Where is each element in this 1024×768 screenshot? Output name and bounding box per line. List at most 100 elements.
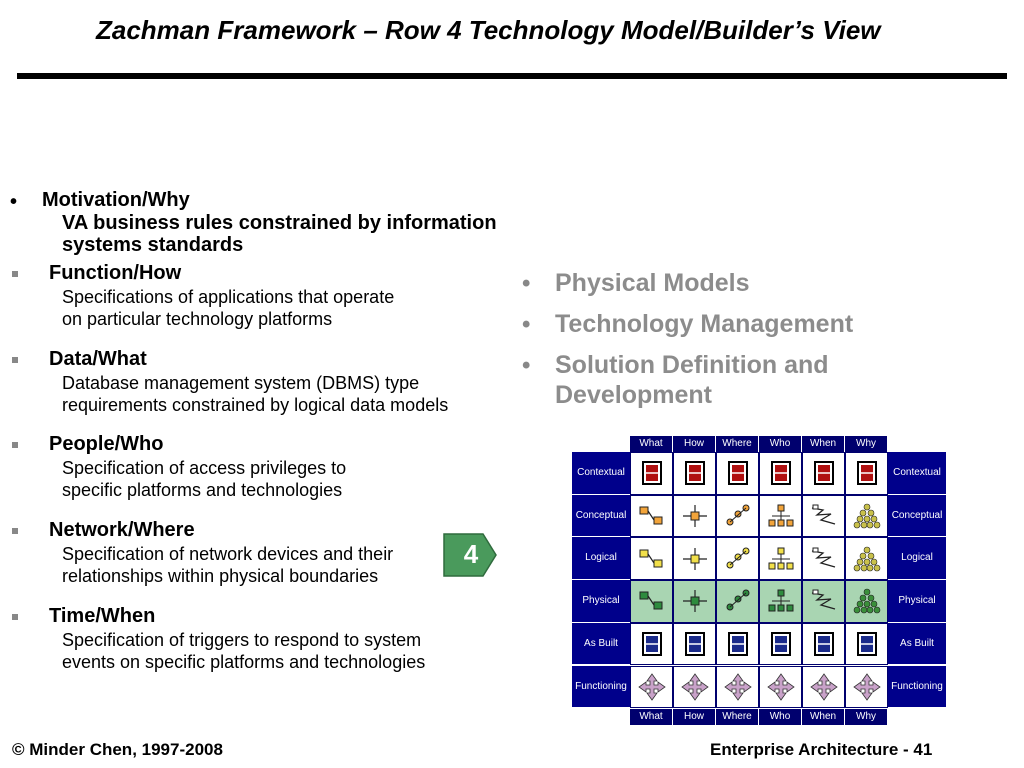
grid-cell-as-built-who <box>759 622 802 666</box>
grid-cell-physical-why <box>845 580 888 623</box>
grid-cell-as-built-what <box>630 622 673 666</box>
grid-cell-conceptual-why <box>845 494 888 538</box>
model-diagram-icon <box>768 547 793 570</box>
grid-cell-logical-when <box>802 537 845 581</box>
grid-column-header-where-top: Where <box>716 436 758 452</box>
right-bullet-dot: • <box>522 270 531 297</box>
grid-column-header-what-top: What <box>630 436 672 452</box>
network-where-heading: Network/Where <box>49 519 195 541</box>
model-diagram-icon <box>768 589 793 612</box>
grid-row-label-as-built-left: As Built <box>572 622 630 666</box>
model-diagram-icon <box>768 504 793 527</box>
time-when-line-1: Specification of triggers to respond to … <box>62 630 422 650</box>
grid-cell-conceptual-when <box>802 494 845 538</box>
grid-column-header-when-bottom: When <box>802 709 844 726</box>
framed-list-icon <box>813 461 834 486</box>
grid-cell-logical-how <box>673 537 716 581</box>
people-who-heading: People/Who <box>49 433 164 455</box>
model-diagram-icon <box>811 547 835 568</box>
model-diagram-icon <box>639 549 662 568</box>
motivation-heading: Motivation/Why <box>42 189 190 211</box>
time-when-line-2: events on specific platforms and technol… <box>62 652 426 672</box>
grid-cell-conceptual-where <box>716 494 759 538</box>
framed-list-icon <box>856 461 877 486</box>
grid-cell-contextual-why <box>845 452 888 495</box>
grid-cell-physical-where <box>716 580 759 623</box>
grid-cell-conceptual-who <box>759 494 802 538</box>
grid-cell-conceptual-what <box>630 494 673 538</box>
framed-list-icon <box>727 461 748 486</box>
grid-cell-logical-what <box>630 537 673 581</box>
model-diagram-icon <box>639 506 662 525</box>
footer-copyright: © Minder Chen, 1997-2008 <box>12 740 223 759</box>
four-arrow-icon <box>637 673 666 701</box>
model-diagram-icon <box>639 591 662 610</box>
grid-cell-logical-where <box>716 537 759 581</box>
framed-list-icon <box>770 461 791 486</box>
model-diagram-icon <box>682 505 707 528</box>
framed-list-icon <box>684 632 705 657</box>
framed-list-icon <box>813 632 834 657</box>
network-where-line-1: Specification of network devices and the… <box>62 544 394 564</box>
time-when-heading: Time/When <box>49 605 156 627</box>
row-marker-arrow: 4 <box>443 533 497 577</box>
framed-list-icon <box>856 632 877 657</box>
data-what-heading: Data/What <box>49 348 147 370</box>
grid-cell-functioning-how <box>673 665 716 709</box>
model-diagram-icon <box>726 504 749 526</box>
row-marker-label: 4 <box>463 539 479 569</box>
bullet-square <box>12 614 18 620</box>
data-what-line-2: requirements constrained by logical data… <box>62 395 449 415</box>
function-how-heading: Function/How <box>49 262 182 284</box>
model-diagram-icon <box>853 546 880 572</box>
grid-row-label-functioning-right: Functioning <box>888 665 946 709</box>
four-arrow-icon <box>809 673 838 701</box>
function-how-line-1: Specifications of applications that oper… <box>62 287 395 307</box>
motivation-body: VA business rules constrained by informa… <box>62 212 497 256</box>
grid-cell-functioning-when <box>802 665 845 709</box>
grid-row-label-contextual-left: Contextual <box>572 452 630 495</box>
people-who-body: Specification of access privileges to sp… <box>62 457 482 501</box>
grid-row-label-as-built-right: As Built <box>888 622 946 666</box>
title-rule <box>17 73 1007 79</box>
framed-list-icon <box>641 632 662 657</box>
framed-list-icon <box>684 461 705 486</box>
grid-column-header-how-bottom: How <box>673 709 715 726</box>
model-diagram-icon <box>726 589 749 611</box>
grid-cell-functioning-why <box>845 665 888 709</box>
grid-row-label-logical-left: Logical <box>572 537 630 581</box>
right-bullet-technology-management: Technology Management <box>555 310 854 338</box>
grid-cell-functioning-who <box>759 665 802 709</box>
people-who-line-1: Specification of access privileges to <box>62 458 347 478</box>
grid-column-header-who-top: Who <box>759 436 801 452</box>
four-arrow-icon <box>680 673 709 701</box>
right-bullet-physical-models: Physical Models <box>555 269 750 297</box>
grid-cell-physical-when <box>802 580 845 623</box>
grid-cell-contextual-when <box>802 452 845 495</box>
four-arrow-icon <box>766 673 795 701</box>
framed-list-icon <box>770 632 791 657</box>
grid-cell-logical-why <box>845 537 888 581</box>
model-diagram-icon <box>682 590 707 613</box>
four-arrow-icon <box>723 673 752 701</box>
grid-cell-contextual-who <box>759 452 802 495</box>
slide-title: Zachman Framework – Row 4 Technology Mod… <box>96 15 881 45</box>
grid-column-header-why-top: Why <box>845 436 887 452</box>
grid-cell-as-built-when <box>802 622 845 666</box>
bullet-square <box>12 528 18 534</box>
grid-cell-as-built-why <box>845 622 888 666</box>
grid-column-header-where-bottom: Where <box>716 709 758 726</box>
data-what-body: Database management system (DBMS) type r… <box>62 372 482 416</box>
motivation-bullet: • <box>10 191 18 213</box>
bullet-square <box>12 357 18 363</box>
arrow-pentagon-icon <box>443 533 497 577</box>
grid-cell-functioning-where <box>716 665 759 709</box>
grid-column-header-who-bottom: Who <box>759 709 801 726</box>
framed-list-icon <box>641 461 662 486</box>
function-how-body: Specifications of applications that oper… <box>62 286 482 330</box>
grid-cell-as-built-where <box>716 622 759 666</box>
grid-cell-logical-who <box>759 537 802 581</box>
network-where-body: Specification of network devices and the… <box>62 543 482 587</box>
grid-cell-physical-how <box>673 580 716 623</box>
grid-column-header-what-bottom: What <box>630 709 672 726</box>
